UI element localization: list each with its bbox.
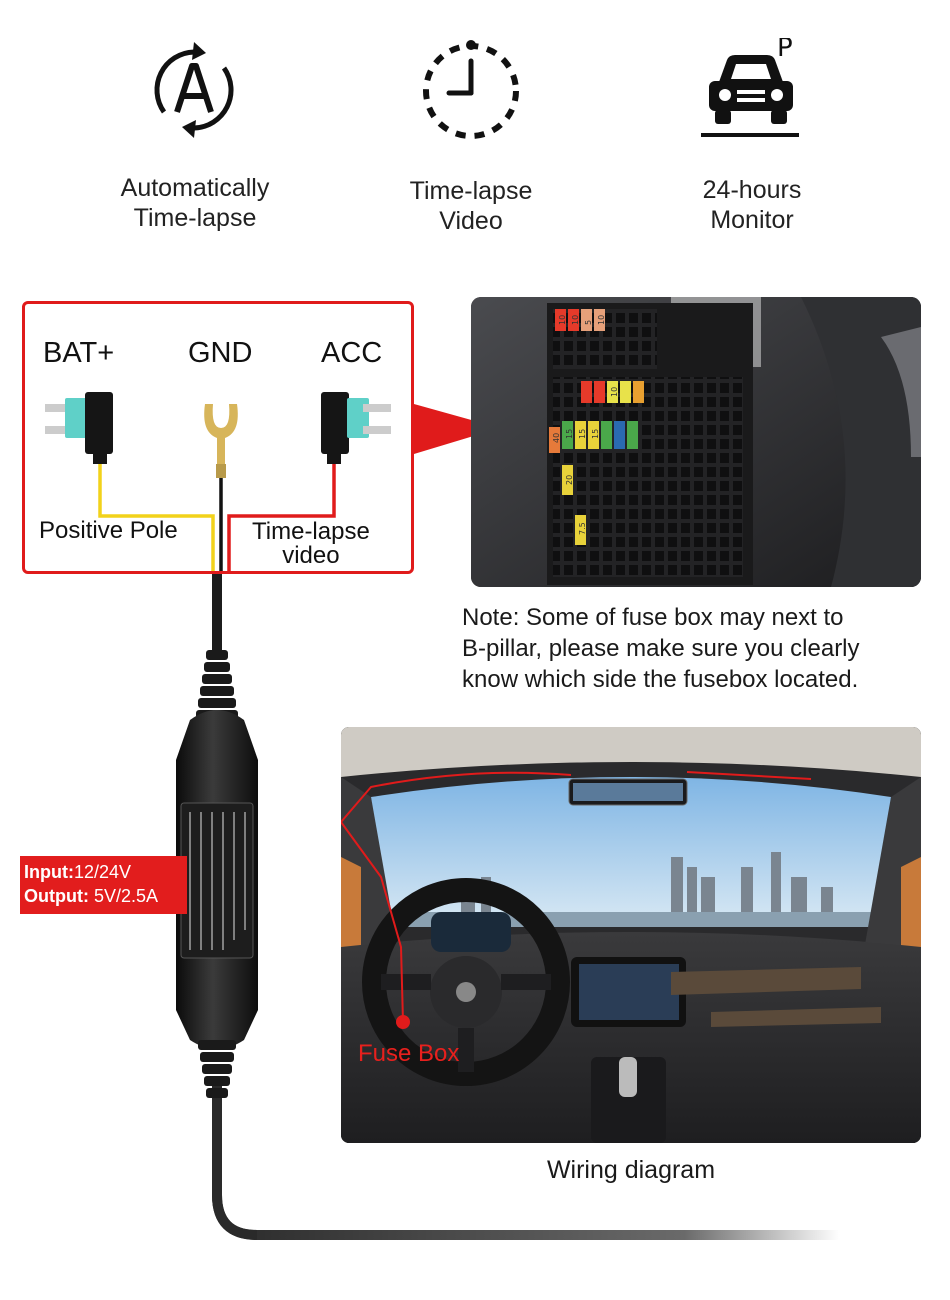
fusebox-photo: 10 10 5 10 10 40 15 15 15 20 7.5 <box>471 297 921 587</box>
fuse-number: 10 <box>558 315 567 325</box>
car-interior-photo <box>341 727 921 1143</box>
fuse-number: 20 <box>565 475 574 485</box>
spec-badge: Input:12/24V Output: 5V/2.5A <box>20 856 187 914</box>
fuse-colors <box>549 309 644 545</box>
parking-p-glyph: P <box>777 38 793 63</box>
fuse-number: 40 <box>552 433 561 443</box>
acc-label: ACC <box>321 337 383 369</box>
pointer-arrow <box>414 404 500 454</box>
gnd-fork-terminal-icon <box>204 404 238 478</box>
fusebox-note: Note: Some of fuse box may next to B-pil… <box>462 604 860 693</box>
output-spec: Output: 5V/2.5A <box>24 886 159 906</box>
parked-car-icon: P <box>701 38 799 137</box>
fuse-box-label: Fuse Box <box>358 1040 460 1067</box>
fuse-number: 5 <box>584 320 593 325</box>
fuse-number: 7.5 <box>578 522 587 535</box>
auto-a-icon <box>154 42 234 138</box>
positive-pole-label: Positive Pole <box>39 517 178 544</box>
fusebox-illustration: 10 10 5 10 10 40 15 15 15 20 7.5 <box>471 297 921 587</box>
fuse-number: 10 <box>597 315 606 325</box>
wiring-diagram-caption: Wiring diagram <box>546 1156 716 1184</box>
fuse-number: 10 <box>610 387 619 397</box>
fuse-number: 15 <box>591 429 600 439</box>
input-spec: Input:12/24V <box>24 862 132 882</box>
bat-label: BAT+ <box>43 337 115 369</box>
fuse-number: 15 <box>565 429 574 439</box>
fuse-box-marker <box>396 1015 410 1029</box>
gnd-label: GND <box>188 337 253 369</box>
bat-fuse-tap-icon <box>45 392 113 464</box>
wiring-terminals-panel: BAT+ GND ACC Positive Pole Tim <box>22 301 414 574</box>
acc-fuse-tap-icon <box>321 392 391 464</box>
fuse-number: 15 <box>578 429 587 439</box>
fuse-number: 10 <box>571 315 580 325</box>
car-interior-illustration <box>341 727 921 1143</box>
clock-icon <box>423 40 519 139</box>
terminal-connectors <box>45 392 391 571</box>
